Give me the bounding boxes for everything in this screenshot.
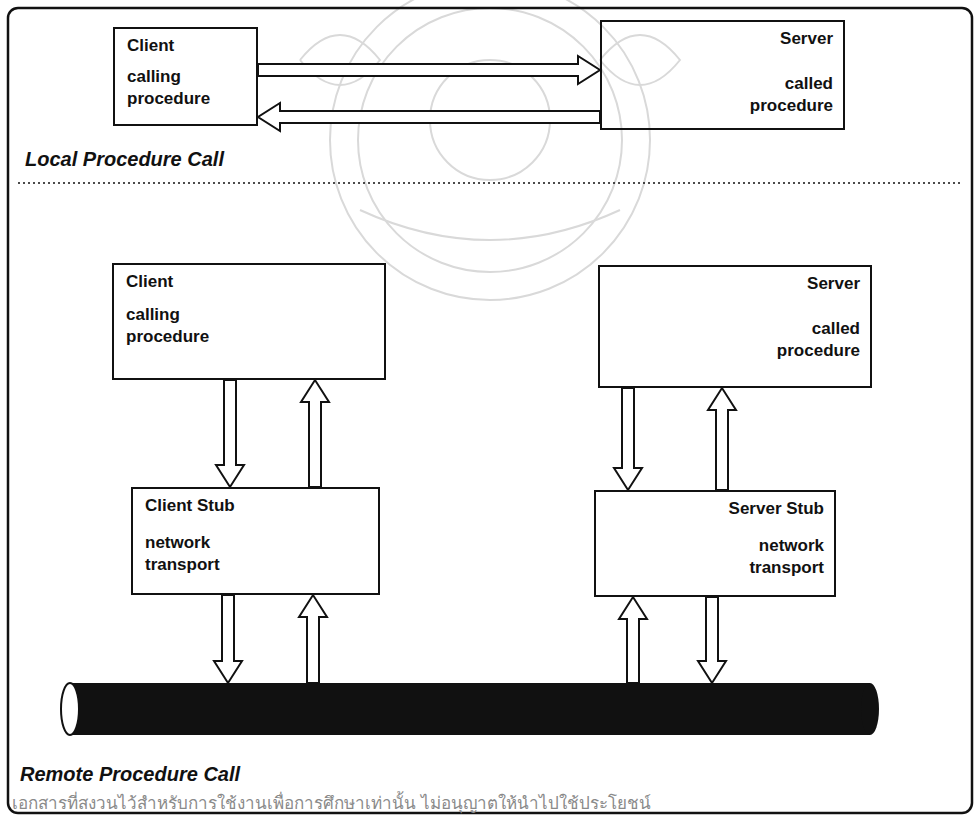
call-arrow xyxy=(708,388,736,490)
watermark-note: เอกสารที่สงวนไว้สำหรับการใช้งานเพื่อการศ… xyxy=(12,789,651,816)
box-body: calling procedure xyxy=(126,304,238,347)
procedure-box: Client calling procedure xyxy=(112,263,386,380)
procedure-box: Server Stub network transport xyxy=(594,490,836,597)
call-arrow xyxy=(216,380,244,487)
box-body: called procedure xyxy=(721,73,833,116)
procedure-box: Client Stub network transport xyxy=(131,487,380,595)
procedure-box: Server called procedure xyxy=(600,20,845,130)
network-arrow xyxy=(214,595,242,683)
section-divider xyxy=(18,182,962,184)
box-heading: Client xyxy=(127,35,246,56)
box-body: calling procedure xyxy=(127,66,239,109)
box-body: called procedure xyxy=(748,318,860,361)
box-body: network transport xyxy=(712,535,824,578)
box-body: network transport xyxy=(145,532,257,575)
watermark-seal xyxy=(300,0,680,300)
call-arrow xyxy=(258,103,600,131)
call-arrow xyxy=(258,56,600,84)
outer-frame xyxy=(8,8,972,813)
section-title: Remote Procedure Call xyxy=(20,763,240,786)
network-arrow xyxy=(299,595,327,683)
box-heading: Client Stub xyxy=(145,495,368,516)
procedure-box: Server called procedure xyxy=(598,265,872,388)
box-heading: Server Stub xyxy=(608,498,824,519)
call-arrow xyxy=(614,388,642,490)
box-heading: Server xyxy=(614,28,833,49)
box-heading: Server xyxy=(612,273,860,294)
network-cable xyxy=(61,683,879,735)
network-arrow xyxy=(698,597,726,683)
procedure-box: Client calling procedure xyxy=(113,27,258,126)
box-heading: Client xyxy=(126,271,374,292)
network-arrow xyxy=(619,597,647,683)
call-arrow xyxy=(301,380,329,487)
section-title: Local Procedure Call xyxy=(25,148,224,171)
